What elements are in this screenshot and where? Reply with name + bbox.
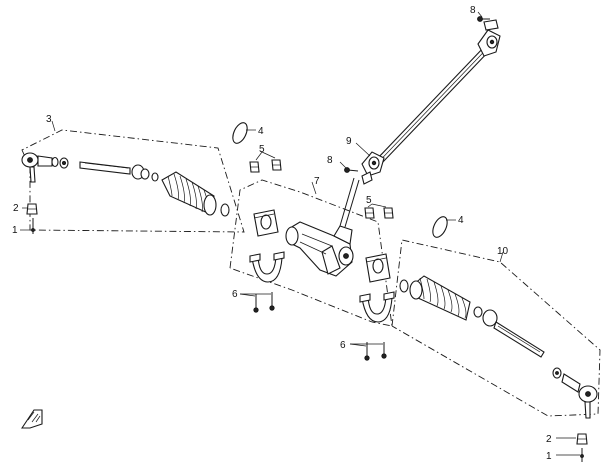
callout-8-top: 8 [470, 5, 476, 16]
lower-pinch-bolt-8 [344, 167, 359, 173]
callout-6-right: 6 [340, 340, 346, 351]
left-inner-tie-rod [79, 161, 159, 182]
right-mount-clamp [359, 291, 395, 323]
assembly-outline-7 [229, 179, 393, 327]
assembly-outline-3 [21, 129, 245, 233]
right-lower-bolt-6a [364, 342, 370, 361]
left-lower-bolt-6b [269, 292, 275, 311]
left-mount-clamp [249, 251, 285, 283]
right-boot-clamp [432, 216, 448, 238]
left-bellows-boot [161, 171, 217, 216]
callout-7: 7 [314, 176, 320, 187]
left-spacer-washer [220, 203, 230, 217]
right-lower-bolt-6b [381, 342, 387, 359]
callout-1-right: 1 [546, 451, 552, 462]
right-tie-rod-end [552, 367, 598, 419]
leader-lines [20, 11, 580, 456]
upper-pinch-bolt-8 [477, 16, 490, 22]
right-spacer-washer [399, 279, 409, 293]
left-cotter-pin-1 [31, 218, 35, 234]
upper-universal-joint [477, 19, 501, 57]
left-lower-bolt-6a [253, 294, 259, 313]
left-boot-clamp [232, 122, 248, 144]
right-upper-nut-5b [383, 207, 394, 219]
left-upper-nut-5a [249, 161, 260, 173]
right-inner-tie-rod [473, 306, 545, 358]
lower-universal-joint [361, 151, 385, 185]
callout-2-left: 2 [13, 203, 19, 214]
steering-shaft [375, 44, 492, 165]
rack-housing [285, 177, 360, 277]
left-mount-bushing [253, 209, 279, 237]
callout-5-right: 5 [366, 195, 372, 206]
callout-3: 3 [46, 114, 52, 125]
left-upper-nut-5b [271, 159, 282, 171]
callout-1-left: 1 [12, 225, 18, 236]
right-bolt-nut-2 [576, 433, 588, 445]
callout-8-mid: 8 [327, 155, 333, 166]
callout-5-left: 5 [259, 144, 265, 155]
right-cotter-pin-1 [580, 448, 584, 462]
left-bolt-nut-2 [26, 203, 38, 215]
left-tie-rod-end [21, 152, 69, 183]
right-bellows-boot [409, 275, 471, 321]
right-mount-bushing [365, 253, 391, 283]
callout-10: 10 [497, 246, 509, 257]
callout-4-right: 4 [458, 215, 464, 226]
front-direction-icon [20, 409, 43, 429]
callout-9: 9 [346, 136, 352, 147]
callout-4-left: 4 [258, 126, 264, 137]
right-upper-nut-5a [364, 207, 375, 219]
assembly-outline-10 [391, 239, 601, 417]
callout-2-right: 2 [546, 434, 552, 445]
callout-6-left: 6 [232, 289, 238, 300]
